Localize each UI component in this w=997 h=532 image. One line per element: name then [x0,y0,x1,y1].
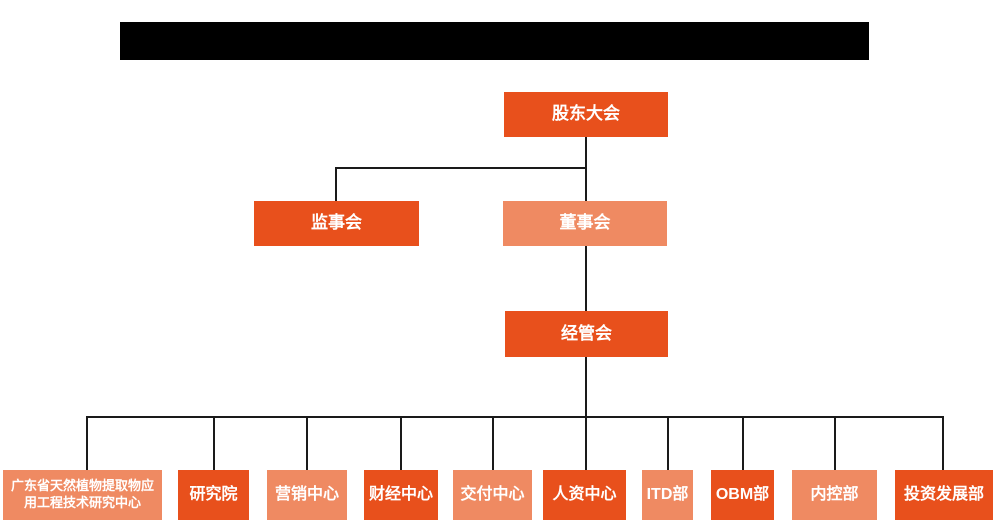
org-node-finance-center: 财经中心 [364,470,438,520]
org-node-investment-development-dept: 投资发展部 [895,470,993,520]
org-node-marketing-center: 营销中心 [267,470,347,520]
redacted-title-bar [120,22,869,60]
org-node-shareholders-meeting: 股东大会 [504,92,668,137]
org-node-supervisory-board: 监事会 [254,201,419,246]
org-node-internal-control-dept: 内控部 [792,470,877,520]
org-node-obm-dept: OBM部 [711,470,774,520]
org-node-hr-center: 人资中心 [543,470,626,520]
org-node-gd-plant-extract-research-center: 广东省天然植物提取物应用工程技术研究中心 [3,470,162,520]
org-node-delivery-center: 交付中心 [453,470,532,520]
org-node-board-of-directors: 董事会 [503,201,667,246]
org-node-management-committee: 经管会 [505,311,668,357]
org-node-research-institute: 研究院 [178,470,249,520]
org-node-itd-dept: ITD部 [642,470,693,520]
